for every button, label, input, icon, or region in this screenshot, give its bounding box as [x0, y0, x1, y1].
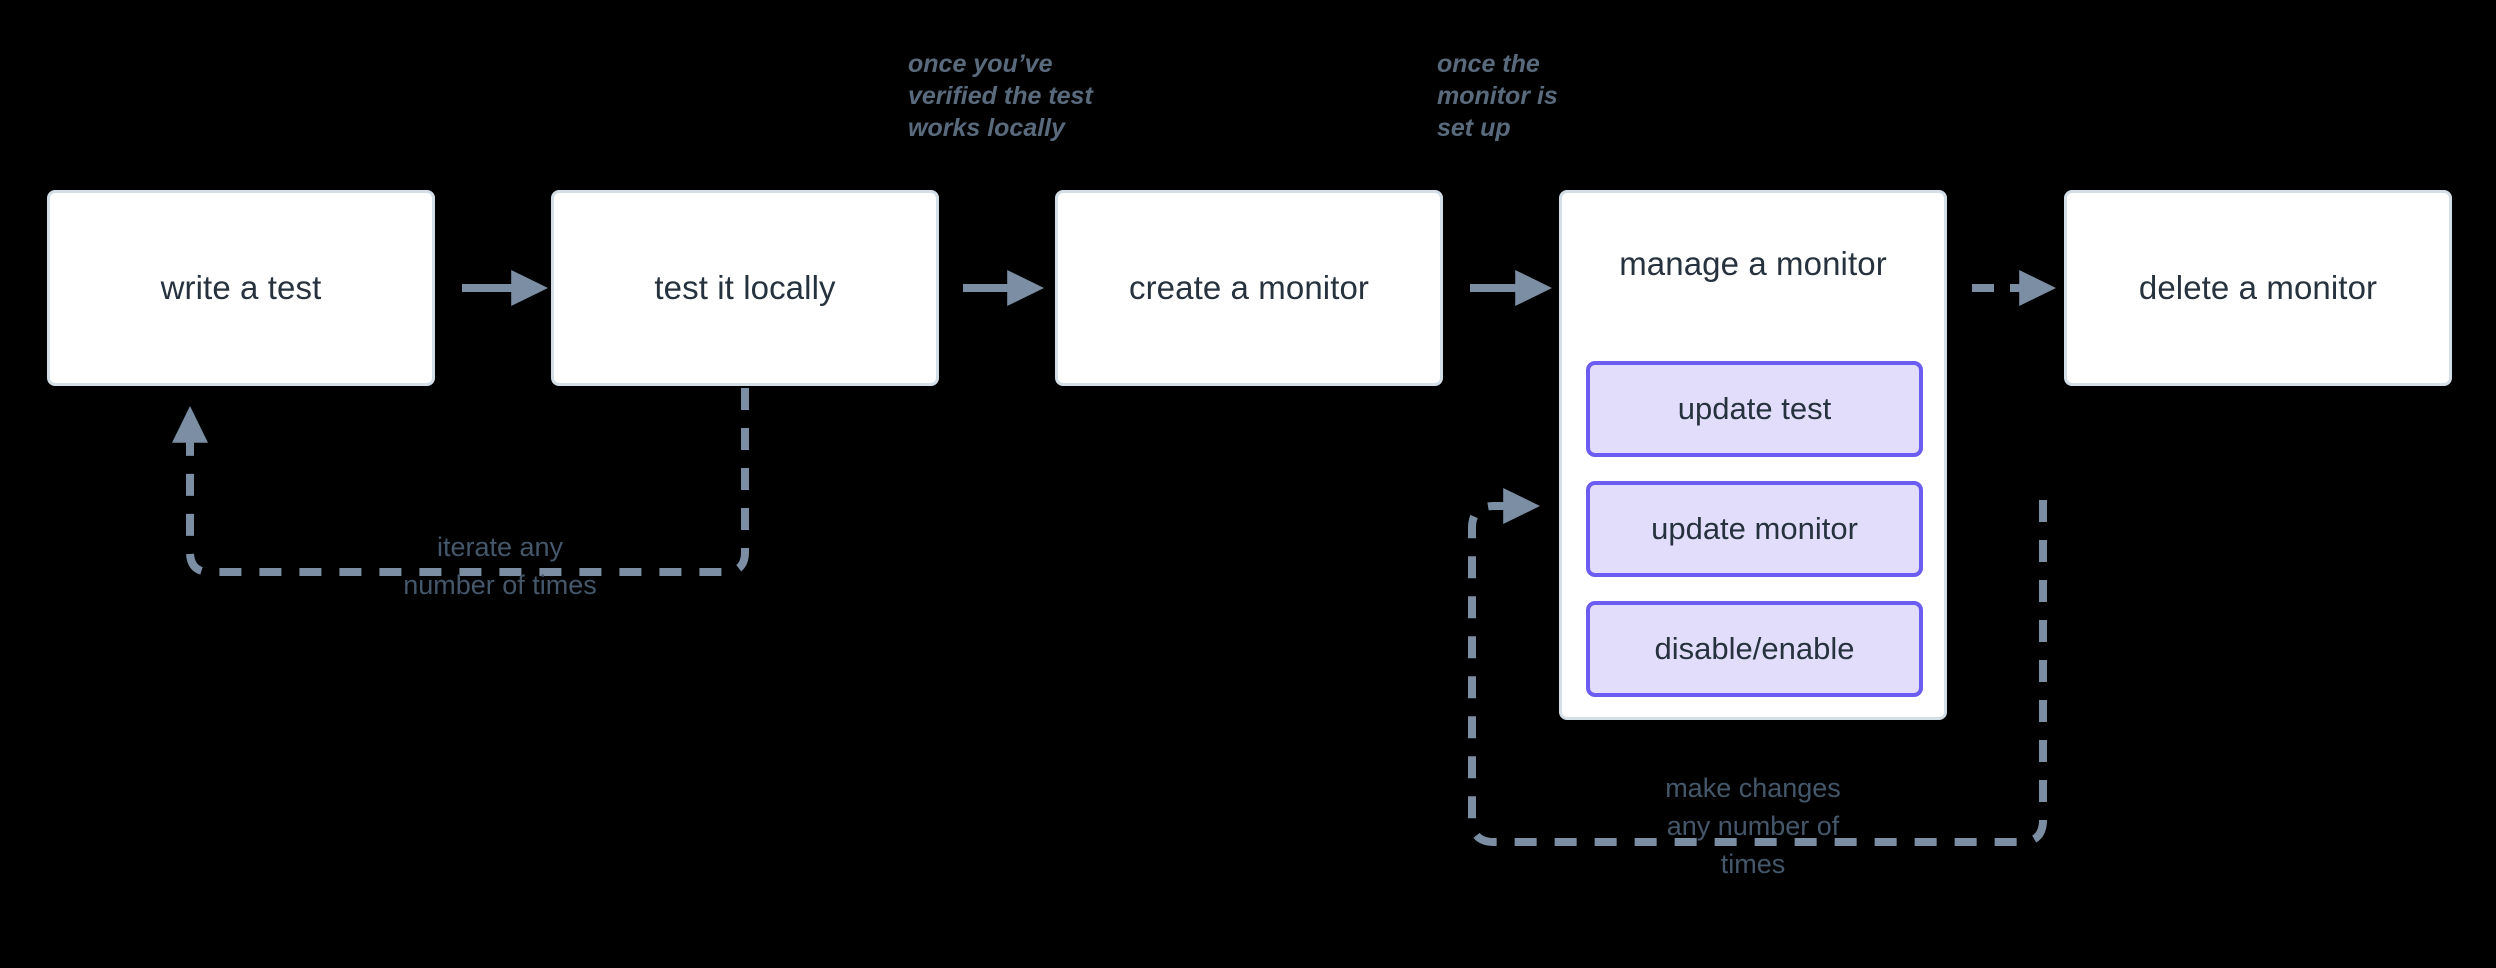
node-manage-a-monitor[interactable]: manage a monitor update test update moni… [1559, 190, 1947, 720]
edge-label-create-to-manage: once the monitor is set up [1437, 50, 1558, 142]
node-create-a-monitor[interactable]: create a monitor [1055, 190, 1443, 386]
node-label-write-a-test: write a test [160, 269, 322, 306]
subnode-label-disable-enable: disable/enable [1654, 631, 1855, 666]
node-test-it-locally[interactable]: test it locally [551, 190, 939, 386]
node-label-manage-a-monitor: manage a monitor [1619, 245, 1887, 282]
node-label-test-it-locally: test it locally [654, 269, 836, 306]
node-delete-a-monitor[interactable]: delete a monitor [2064, 190, 2452, 386]
edge-label-iterate-loop: iterate any number of times [403, 532, 597, 600]
subnode-disable-enable[interactable]: disable/enable [1586, 601, 1923, 697]
node-label-create-a-monitor: create a monitor [1128, 269, 1370, 306]
subnode-label-update-test: update test [1677, 391, 1832, 426]
edge-label-changes-loop: make changes any number of times [1665, 773, 1841, 879]
node-label-delete-a-monitor: delete a monitor [2138, 269, 2378, 306]
node-write-a-test[interactable]: write a test [47, 190, 435, 386]
subnode-update-test[interactable]: update test [1586, 361, 1923, 457]
subnode-update-monitor[interactable]: update monitor [1586, 481, 1923, 577]
subnode-label-update-monitor: update monitor [1651, 511, 1858, 546]
edge-label-test-to-create: once you’ve verified the test works loca… [908, 50, 1093, 142]
